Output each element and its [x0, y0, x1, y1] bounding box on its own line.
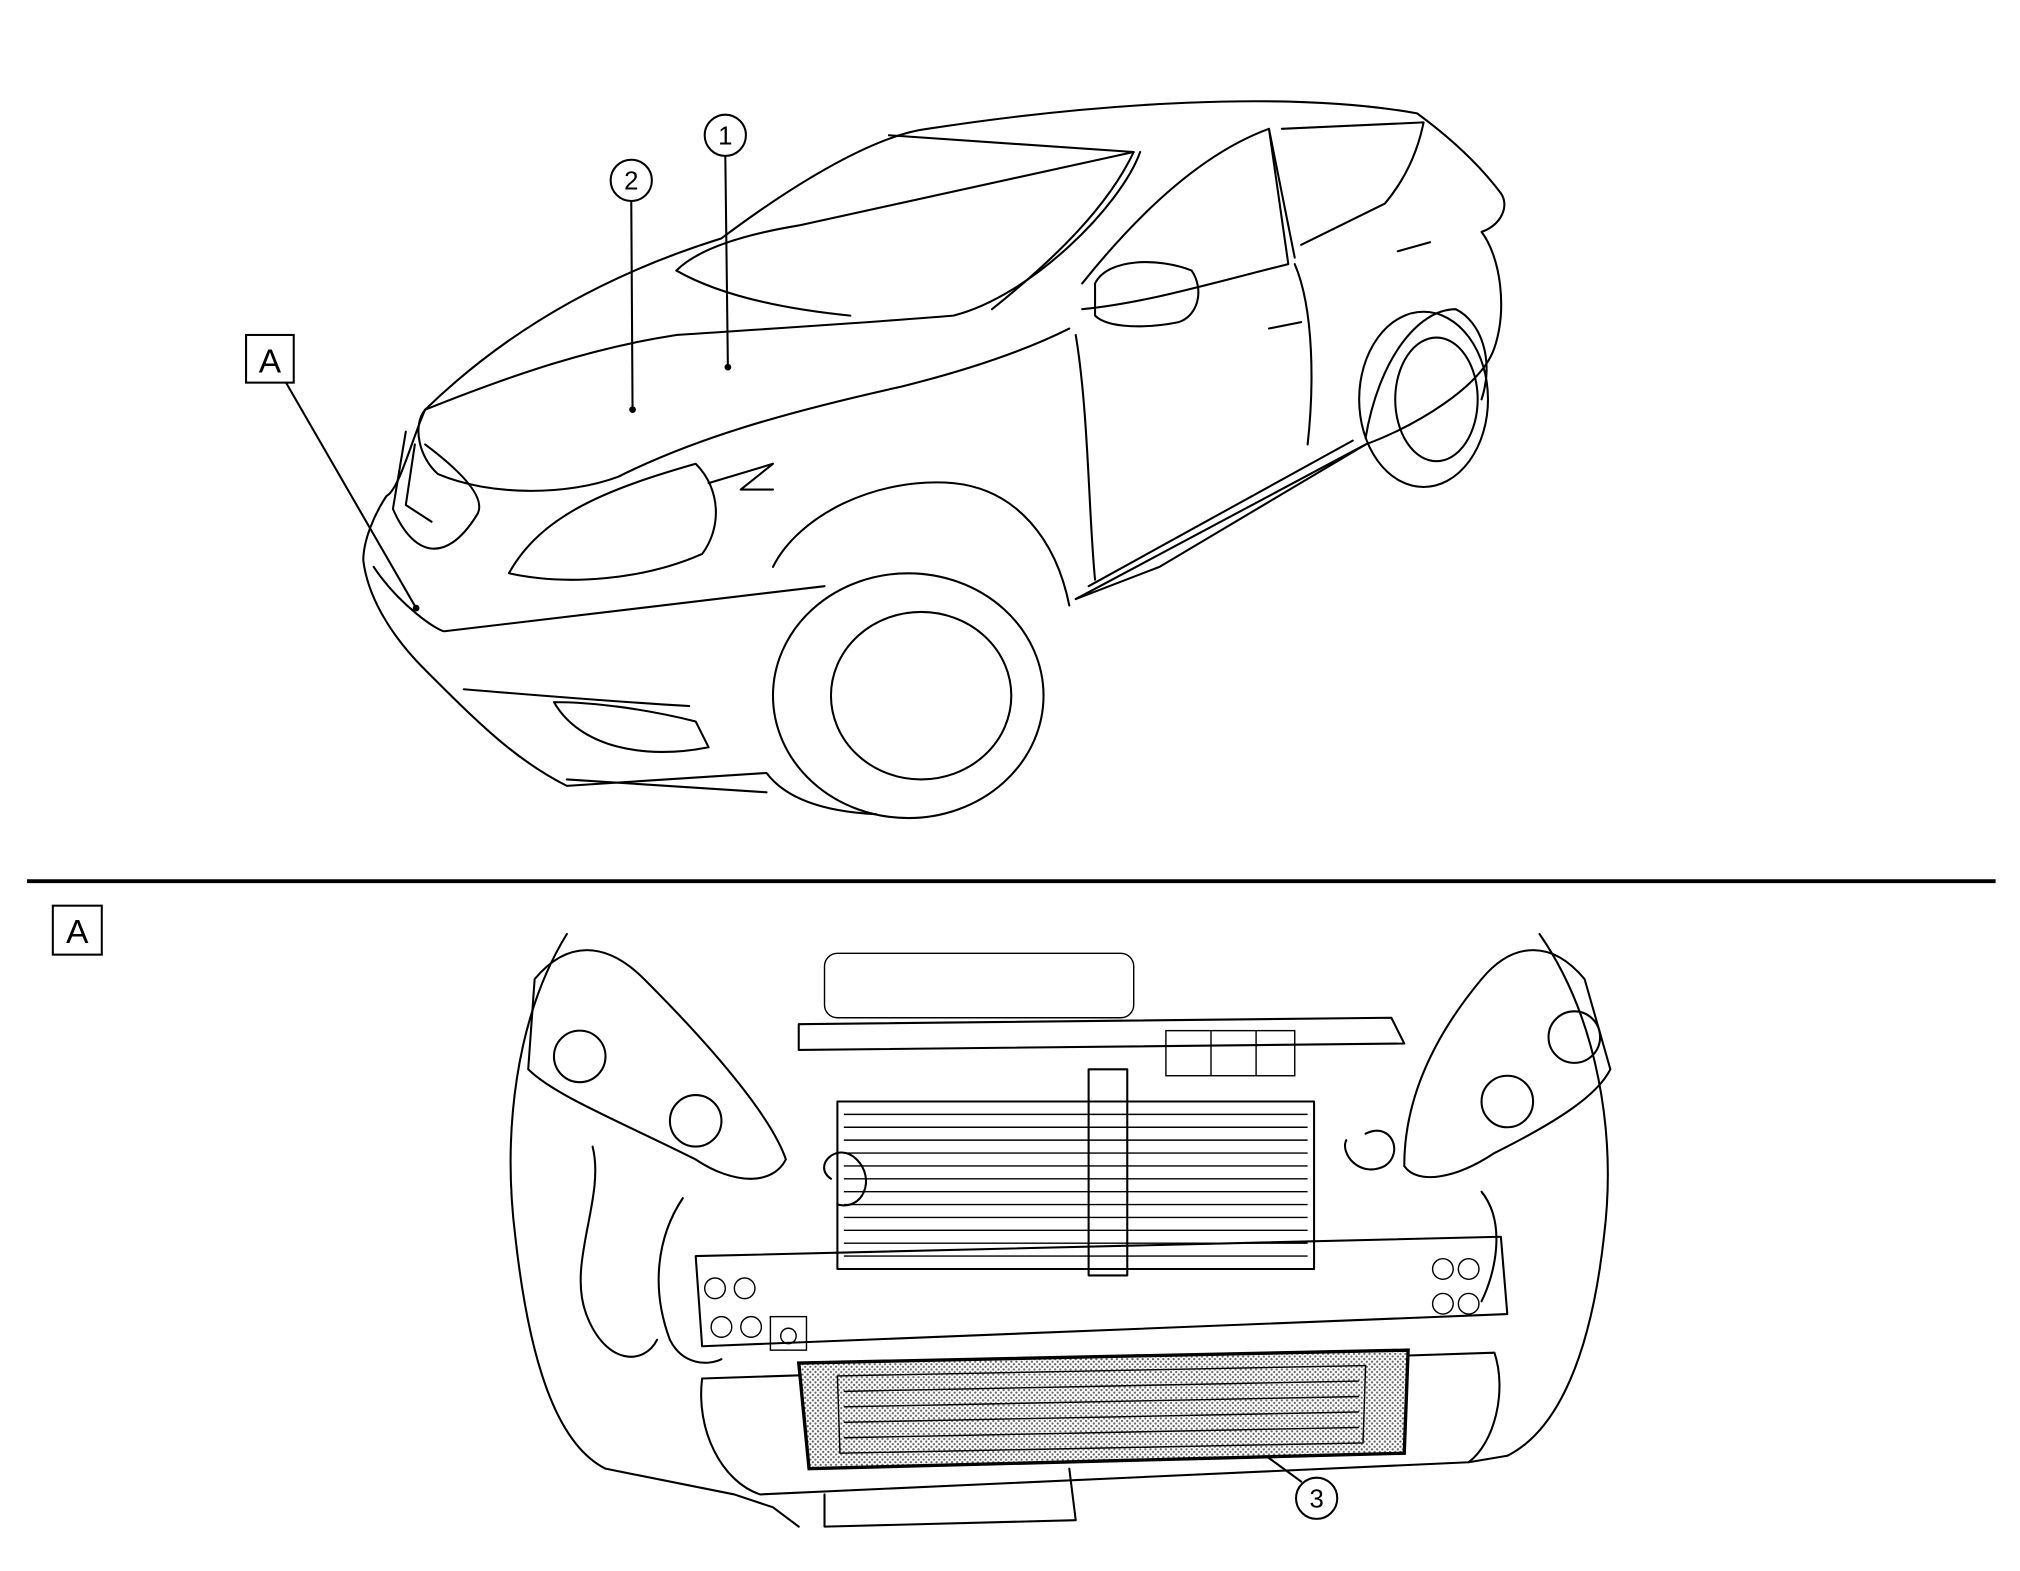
view-reference-a-label: A [259, 343, 282, 380]
callout-leaders [284, 154, 1303, 1483]
callout-3-label: 3 [1309, 1485, 1323, 1513]
view-reference-a-overview: A [245, 333, 295, 384]
front-engine-bay-drawing [509, 932, 1612, 1528]
callout-1: 1 [703, 113, 747, 157]
view-reference-a-detail: A [51, 904, 103, 956]
callout-2: 2 [609, 158, 653, 203]
callout-2-label: 2 [624, 167, 638, 195]
callout-3: 3 [1294, 1476, 1339, 1520]
view-reference-a-detail-label: A [66, 914, 89, 951]
callout-1-label: 1 [718, 122, 732, 150]
vehicle-overview-drawing [362, 100, 1506, 820]
part-3-component [796, 1348, 1410, 1471]
